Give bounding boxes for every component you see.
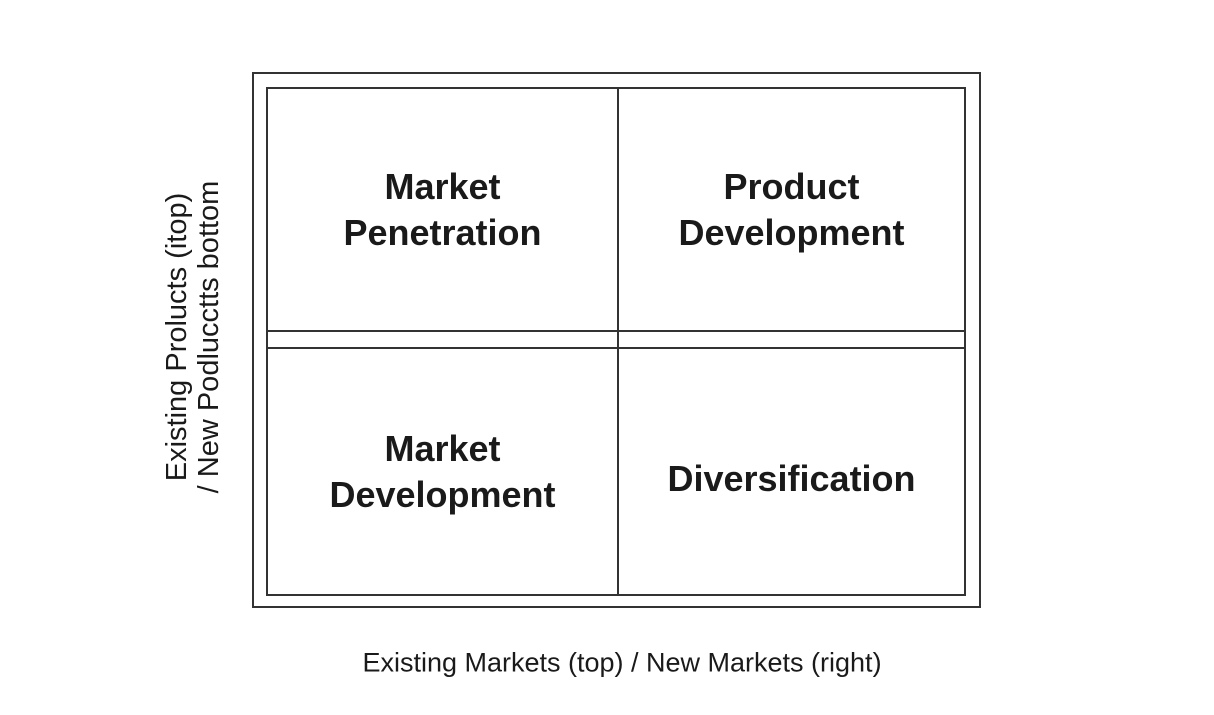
quadrant-title-line2: Development	[329, 473, 556, 515]
quadrant-diversification: Diversification	[619, 349, 964, 609]
quadrant-market-penetration: Market Penetration	[268, 89, 617, 330]
quadrant-title-line1: Market	[384, 427, 501, 469]
quadrant-title-line1: Market	[384, 165, 501, 207]
outer-frame	[252, 72, 981, 608]
quadrant-title-line1: Product	[723, 165, 860, 207]
vertical-divider	[617, 87, 619, 596]
inner-frame	[266, 87, 966, 596]
x-axis-label: Existing Markets (top) / New Markets (ri…	[362, 647, 882, 678]
quadrant-product-development: Product Development	[619, 89, 964, 330]
quadrant-title-line2: Development	[678, 211, 905, 253]
horizontal-divider-bottom	[266, 347, 966, 349]
y-axis-label: Existing Prolucts (itop) / New Podlucctt…	[161, 181, 225, 494]
y-axis-label-line2: / New Podlucctts bottom	[193, 180, 225, 494]
y-axis-label-line1: Existing Prolucts (itop)	[161, 192, 193, 482]
horizontal-divider-top	[266, 330, 966, 332]
quadrant-market-development: Market Development	[268, 349, 617, 594]
quadrant-title-line1: Diversification	[667, 458, 916, 499]
quadrant-title-line2: Penetration	[343, 211, 542, 253]
